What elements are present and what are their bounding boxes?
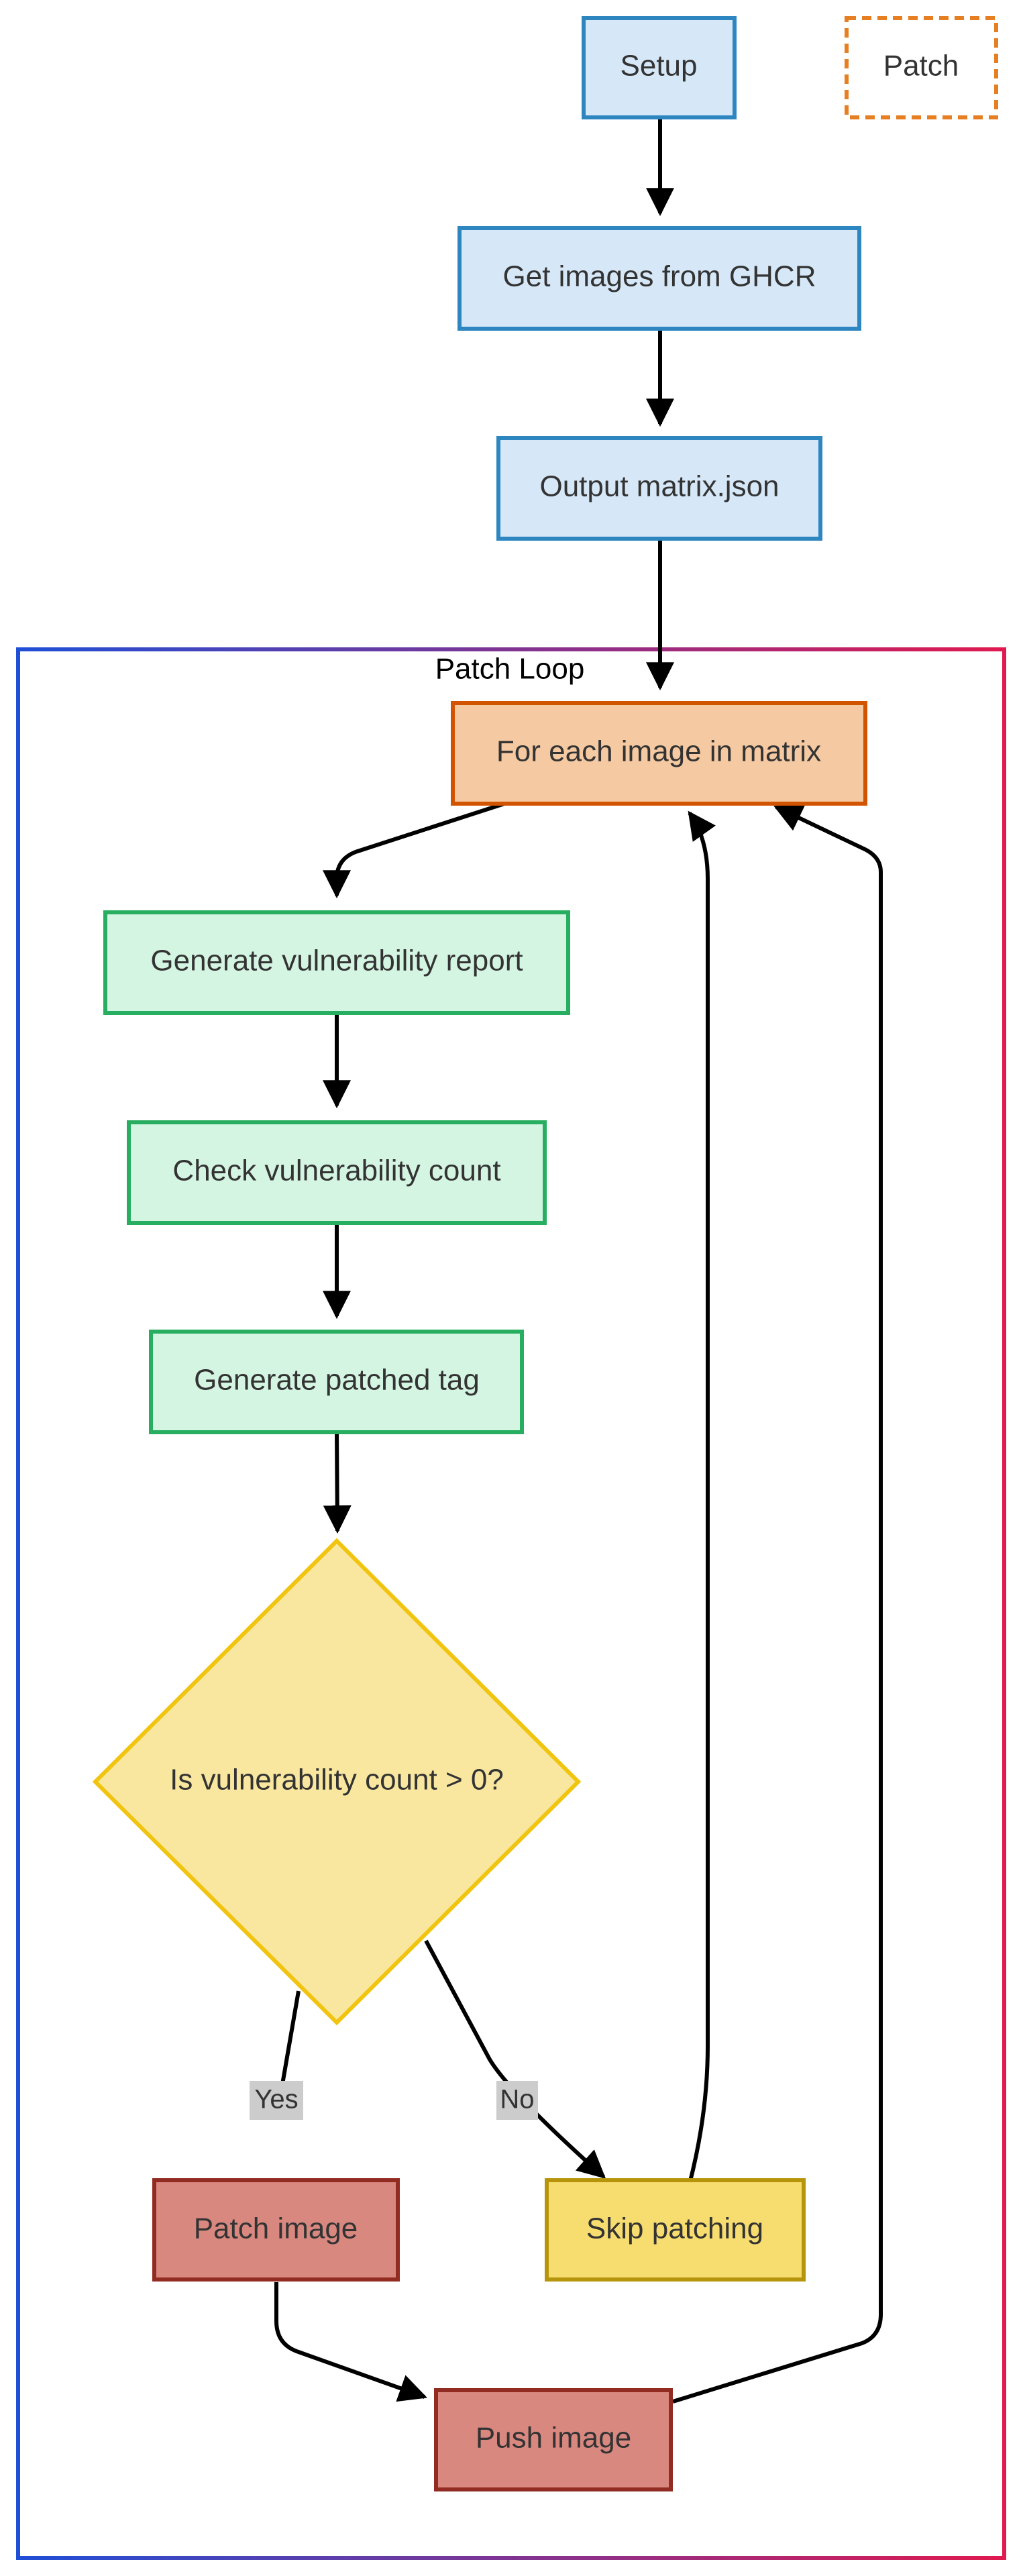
edge-decision-no — [424, 1939, 606, 2179]
node-push-image: Push image — [434, 2388, 673, 2491]
node-generate-report: Generate vulnerability report — [103, 910, 570, 1015]
edge-for-each-to-report — [323, 802, 505, 899]
svg-text:Push image: Push image — [476, 2422, 631, 2455]
edges — [267, 117, 883, 2404]
node-check-count: Check vulnerability count — [127, 1120, 547, 1225]
svg-text:No: No — [500, 2085, 534, 2114]
svg-text:Get images from GHCR: Get images from GHCR — [503, 260, 816, 293]
svg-text:Skip patching: Skip patching — [586, 2212, 763, 2245]
node-for-each: For each image in matrix — [451, 701, 867, 806]
svg-text:Setup: Setup — [621, 50, 698, 83]
node-generate-tag: Generate patched tag — [149, 1330, 524, 1434]
svg-text:Output matrix.json: Output matrix.json — [539, 470, 779, 503]
svg-text:Patch: Patch — [883, 50, 959, 83]
node-get-images: Get images from GHCR — [457, 226, 861, 331]
svg-text:Generate vulnerability report: Generate vulnerability report — [150, 945, 523, 977]
patch-loop-group — [16, 647, 1006, 2560]
edge-patch-to-push — [274, 2282, 427, 2402]
node-output-matrix: Output matrix.json — [496, 436, 822, 541]
svg-text:Is vulnerability count > 0?: Is vulnerability count > 0? — [170, 1764, 504, 1796]
svg-text:Generate patched tag: Generate patched tag — [194, 1364, 480, 1397]
edge-skip-to-for-each — [688, 810, 716, 2184]
node-setup: Setup — [582, 16, 737, 119]
legend-patch: Patch — [845, 16, 998, 119]
node-patch-image: Patch image — [152, 2178, 400, 2282]
node-decision: Is vulnerability count > 0? — [92, 1538, 582, 2026]
svg-text:Check vulnerability count: Check vulnerability count — [172, 1155, 500, 1187]
edge-label-yes: Yes — [250, 2081, 303, 2120]
patch-loop-label: Patch Loop — [435, 653, 585, 686]
edge-label-no: No — [496, 2081, 538, 2120]
svg-text:Yes: Yes — [254, 2085, 298, 2114]
edge-push-to-for-each — [672, 805, 883, 2404]
svg-text:For each image in matrix: For each image in matrix — [496, 735, 821, 768]
svg-text:Patch image: Patch image — [194, 2212, 358, 2245]
node-skip-patching: Skip patching — [545, 2178, 806, 2282]
